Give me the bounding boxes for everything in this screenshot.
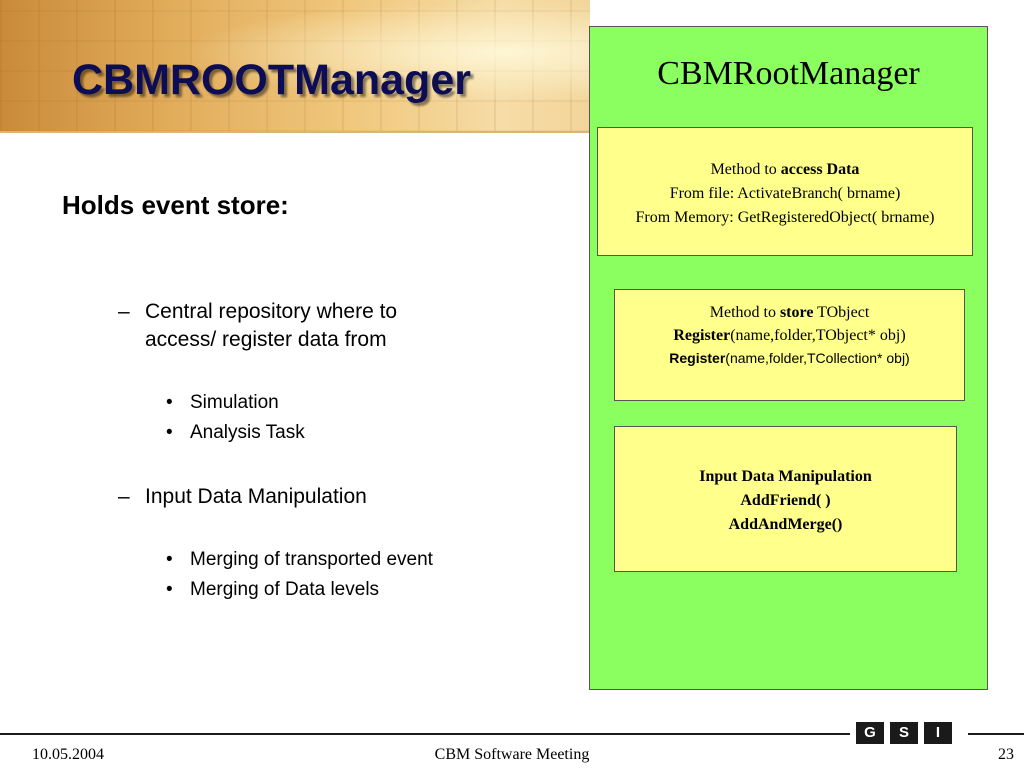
panel-title: CBMRootManager xyxy=(657,55,920,92)
logo-letter-i: I xyxy=(924,722,952,744)
footer-rule xyxy=(0,733,850,735)
list-item-text: Merging of Data levels xyxy=(190,579,380,600)
box-text-bold: Register xyxy=(673,327,731,344)
dash-marker: – xyxy=(118,300,130,323)
list-item-text: Merging of transported event xyxy=(190,549,433,570)
list-item-text: Analysis Task xyxy=(190,422,305,443)
bullet-marker: • xyxy=(166,549,173,570)
list-item-text: Simulation xyxy=(190,392,279,413)
access-data-box: Method to access Data From file: Activat… xyxy=(597,127,973,256)
store-line3: Register(name,folder,TCollection* obj) xyxy=(615,347,964,370)
box-text: Method to xyxy=(710,161,781,178)
manipulation-line3: AddAndMerge() xyxy=(728,516,843,533)
store-line2: Register(name,folder,TObject* obj) xyxy=(615,324,964,347)
list-item-text: Central repository where to access/ regi… xyxy=(145,300,398,351)
dash-marker: – xyxy=(118,485,130,508)
footer-date: 10.05.2004 xyxy=(32,746,104,763)
access-data-line2: From file: ActivateBranch( brname) xyxy=(669,185,901,202)
store-object-box: Method to store TObject Register(name,fo… xyxy=(614,289,965,401)
gsi-logo: G S I xyxy=(856,721,952,745)
access-data-line3: From Memory: GetRegisteredObject( brname… xyxy=(635,209,935,226)
box-text: (name,folder,TObject* obj) xyxy=(730,327,906,344)
box-text-bold: access Data xyxy=(780,161,860,178)
logo-letter-g: G xyxy=(856,722,884,744)
box-text-bold: store xyxy=(779,304,814,321)
banner-divider xyxy=(0,131,590,133)
slide-title: CBMROOTManager xyxy=(72,56,471,104)
slide-heading: Holds event store: xyxy=(62,190,289,220)
manipulation-line1: Input Data Manipulation xyxy=(699,468,872,485)
access-data-line1: Method to access Data xyxy=(598,158,972,182)
footer-meeting: CBM Software Meeting xyxy=(434,746,590,763)
footer-page-number: 23 xyxy=(998,746,1014,763)
input-manipulation-box: Input Data Manipulation AddFriend( ) Add… xyxy=(614,426,957,572)
logo-letter-s: S xyxy=(890,722,918,744)
list-item-text: Input Data Manipulation xyxy=(145,485,367,508)
store-line1: Method to store TObject xyxy=(615,301,964,324)
manipulation-line2: AddFriend( ) xyxy=(740,492,831,509)
bullet-marker: • xyxy=(166,422,173,443)
footer-rule xyxy=(968,733,1024,735)
box-text: (name,folder,TCollection* obj) xyxy=(725,350,910,366)
box-text-bold: Register xyxy=(669,350,726,366)
box-text: TObject xyxy=(813,304,870,321)
box-text: Method to xyxy=(709,304,780,321)
title-banner xyxy=(0,0,590,132)
bullet-marker: • xyxy=(166,579,173,600)
bullet-marker: • xyxy=(166,392,173,413)
